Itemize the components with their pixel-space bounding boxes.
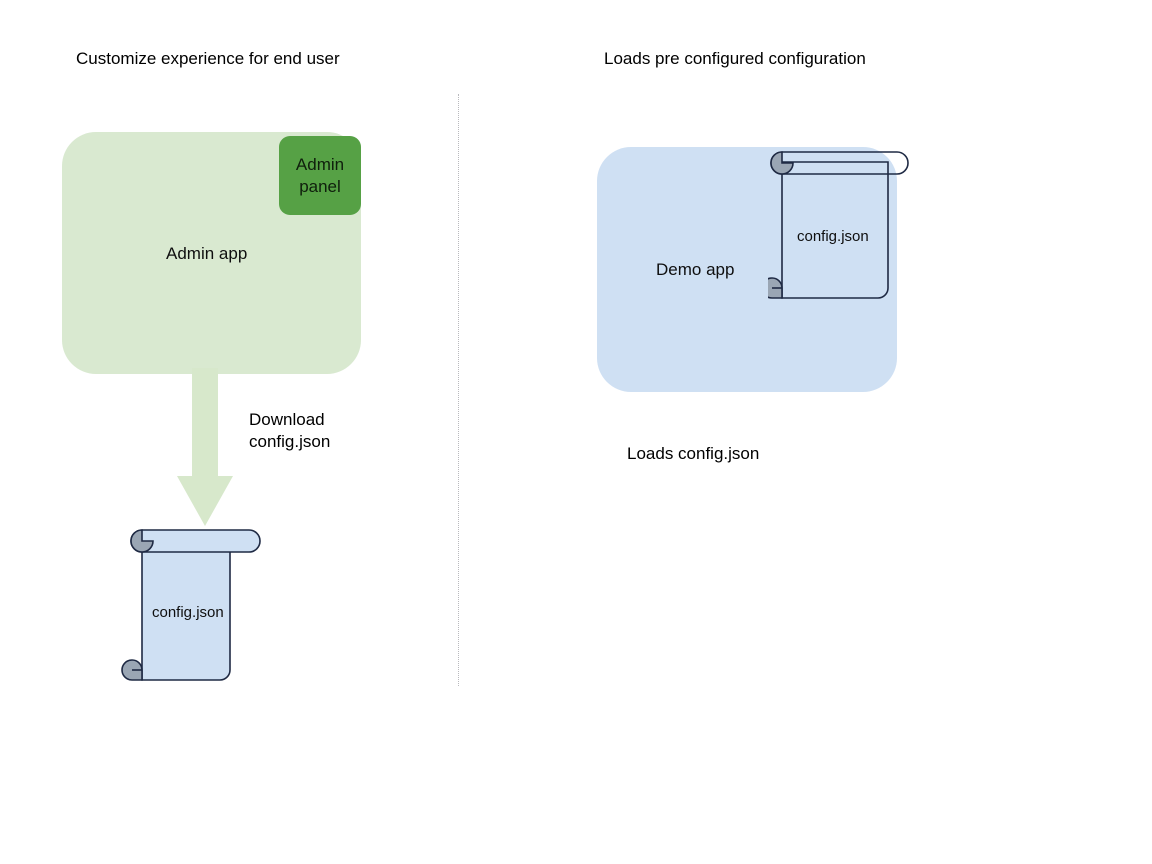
admin-app-label: Admin app <box>166 244 248 263</box>
vertical-dotted-divider <box>458 94 459 686</box>
admin-panel-badge-label: Admin panel <box>296 154 344 198</box>
config-json-label-left: config.json <box>152 604 224 621</box>
demo-app-container <box>597 147 897 392</box>
admin-panel-badge-line1: Admin <box>295 154 345 174</box>
admin-panel-badge[interactable]: Admin panel <box>279 136 361 215</box>
config-json-document-right[interactable] <box>768 150 916 310</box>
config-json-document-left[interactable] <box>118 528 268 693</box>
loads-config-caption: Loads config.json <box>627 444 760 463</box>
download-arrow-caption: Download config.json <box>249 409 330 453</box>
admin-panel-badge-line2: panel <box>299 176 341 196</box>
download-caption-line2: config.json <box>249 432 331 451</box>
left-section-title: Customize experience for end user <box>76 49 340 68</box>
right-section-title: Loads pre configured configuration <box>604 49 866 68</box>
demo-app-label: Demo app <box>656 260 735 279</box>
download-arrow-icon <box>177 368 233 526</box>
config-json-label-right: config.json <box>797 228 869 245</box>
download-caption-line1: Download <box>249 410 325 429</box>
